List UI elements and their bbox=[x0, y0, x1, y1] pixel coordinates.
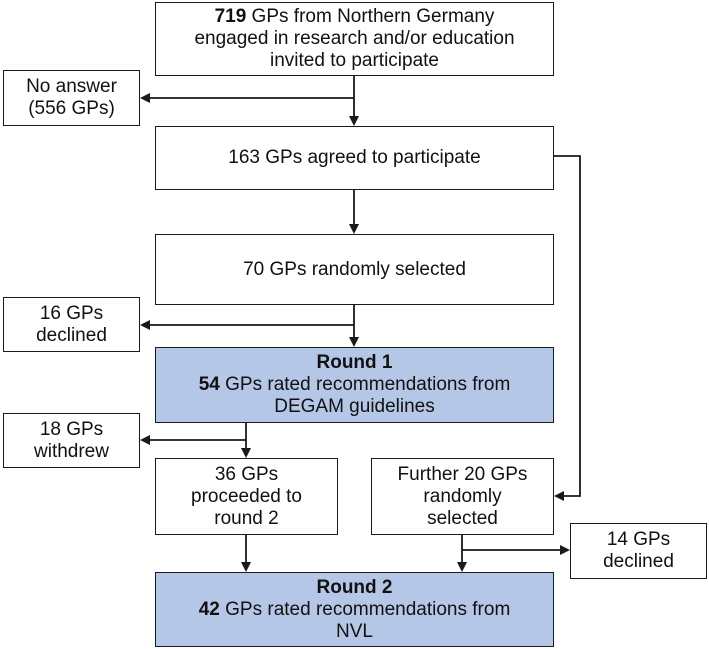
further-line-3: selected bbox=[427, 507, 498, 529]
proceeded-line-3: round 2 bbox=[214, 507, 279, 529]
declined16-line-1: 16 GPs bbox=[39, 302, 104, 324]
proceeded-box: 36 GPs proceeded to round 2 bbox=[155, 458, 338, 535]
declined-16-box: 16 GPs declined bbox=[3, 297, 140, 352]
invited-line-1: 719 GPs from Northern Germany bbox=[215, 6, 495, 28]
randomly-selected-box: 70 GPs randomly selected bbox=[155, 234, 554, 305]
proceeded-line-2: proceeded to bbox=[191, 485, 302, 507]
round2-line-3: NVL bbox=[336, 620, 373, 642]
round2-title: Round 2 bbox=[317, 577, 393, 599]
declined16-line-2: declined bbox=[36, 324, 107, 346]
arrow-agreed-to-further bbox=[554, 155, 581, 501]
withdrew-box: 18 GPs withdrew bbox=[3, 413, 140, 468]
withdrew-line-2: withdrew bbox=[34, 440, 109, 462]
declined14-line-2: declined bbox=[603, 551, 674, 572]
no-answer-box: No answer (556 GPs) bbox=[3, 70, 140, 126]
invited-line-3: invited to participate bbox=[270, 50, 439, 71]
declined14-line-1: 14 GPs bbox=[606, 529, 671, 550]
further-selected-box: Further 20 GPs randomly selected bbox=[371, 458, 554, 535]
no-answer-line-2: (556 GPs) bbox=[28, 98, 115, 119]
round1-count: 54 bbox=[198, 374, 220, 395]
round1-title: Round 1 bbox=[317, 352, 393, 374]
invited-line-1-text: GPs from Northern Germany bbox=[246, 6, 495, 27]
round-2-box: Round 2 42 GPs rated recommendations fro… bbox=[155, 572, 554, 647]
round2-line-2: 42 GPs rated recommendations from bbox=[199, 599, 511, 621]
further-line-2: randomly bbox=[423, 485, 502, 507]
round1-title-text: Round 1 bbox=[316, 352, 393, 373]
declined-14-box: 14 GPs declined bbox=[570, 523, 707, 579]
round2-line-2-text: GPs rated recommendations from bbox=[219, 598, 511, 620]
round1-line-2: 54 GPs rated recommendations from bbox=[199, 374, 511, 396]
round2-title-text: Round 2 bbox=[316, 576, 393, 598]
withdrew-line-1: 18 GPs bbox=[39, 418, 104, 440]
further-line-1: Further 20 GPs bbox=[397, 463, 528, 485]
no-answer-line-1: No answer bbox=[26, 76, 117, 97]
agreed-gps-box: 163 GPs agreed to participate bbox=[155, 126, 554, 190]
round1-line-2-text: GPs rated recommendations from bbox=[219, 374, 511, 395]
round2-count: 42 bbox=[198, 598, 220, 620]
round-1-box: Round 1 54 GPs rated recommendations fro… bbox=[155, 347, 554, 423]
proceeded-line-1: 36 GPs bbox=[214, 463, 279, 485]
random70-text: 70 GPs randomly selected bbox=[243, 258, 466, 280]
round1-line-3: DEGAM guidelines bbox=[274, 396, 435, 417]
invited-gps-box: 719 GPs from Northern Germany engaged in… bbox=[155, 2, 554, 76]
invited-count: 719 bbox=[214, 6, 247, 27]
agreed-text: 163 GPs agreed to participate bbox=[228, 147, 481, 168]
invited-line-2: engaged in research and/or education bbox=[194, 28, 515, 49]
